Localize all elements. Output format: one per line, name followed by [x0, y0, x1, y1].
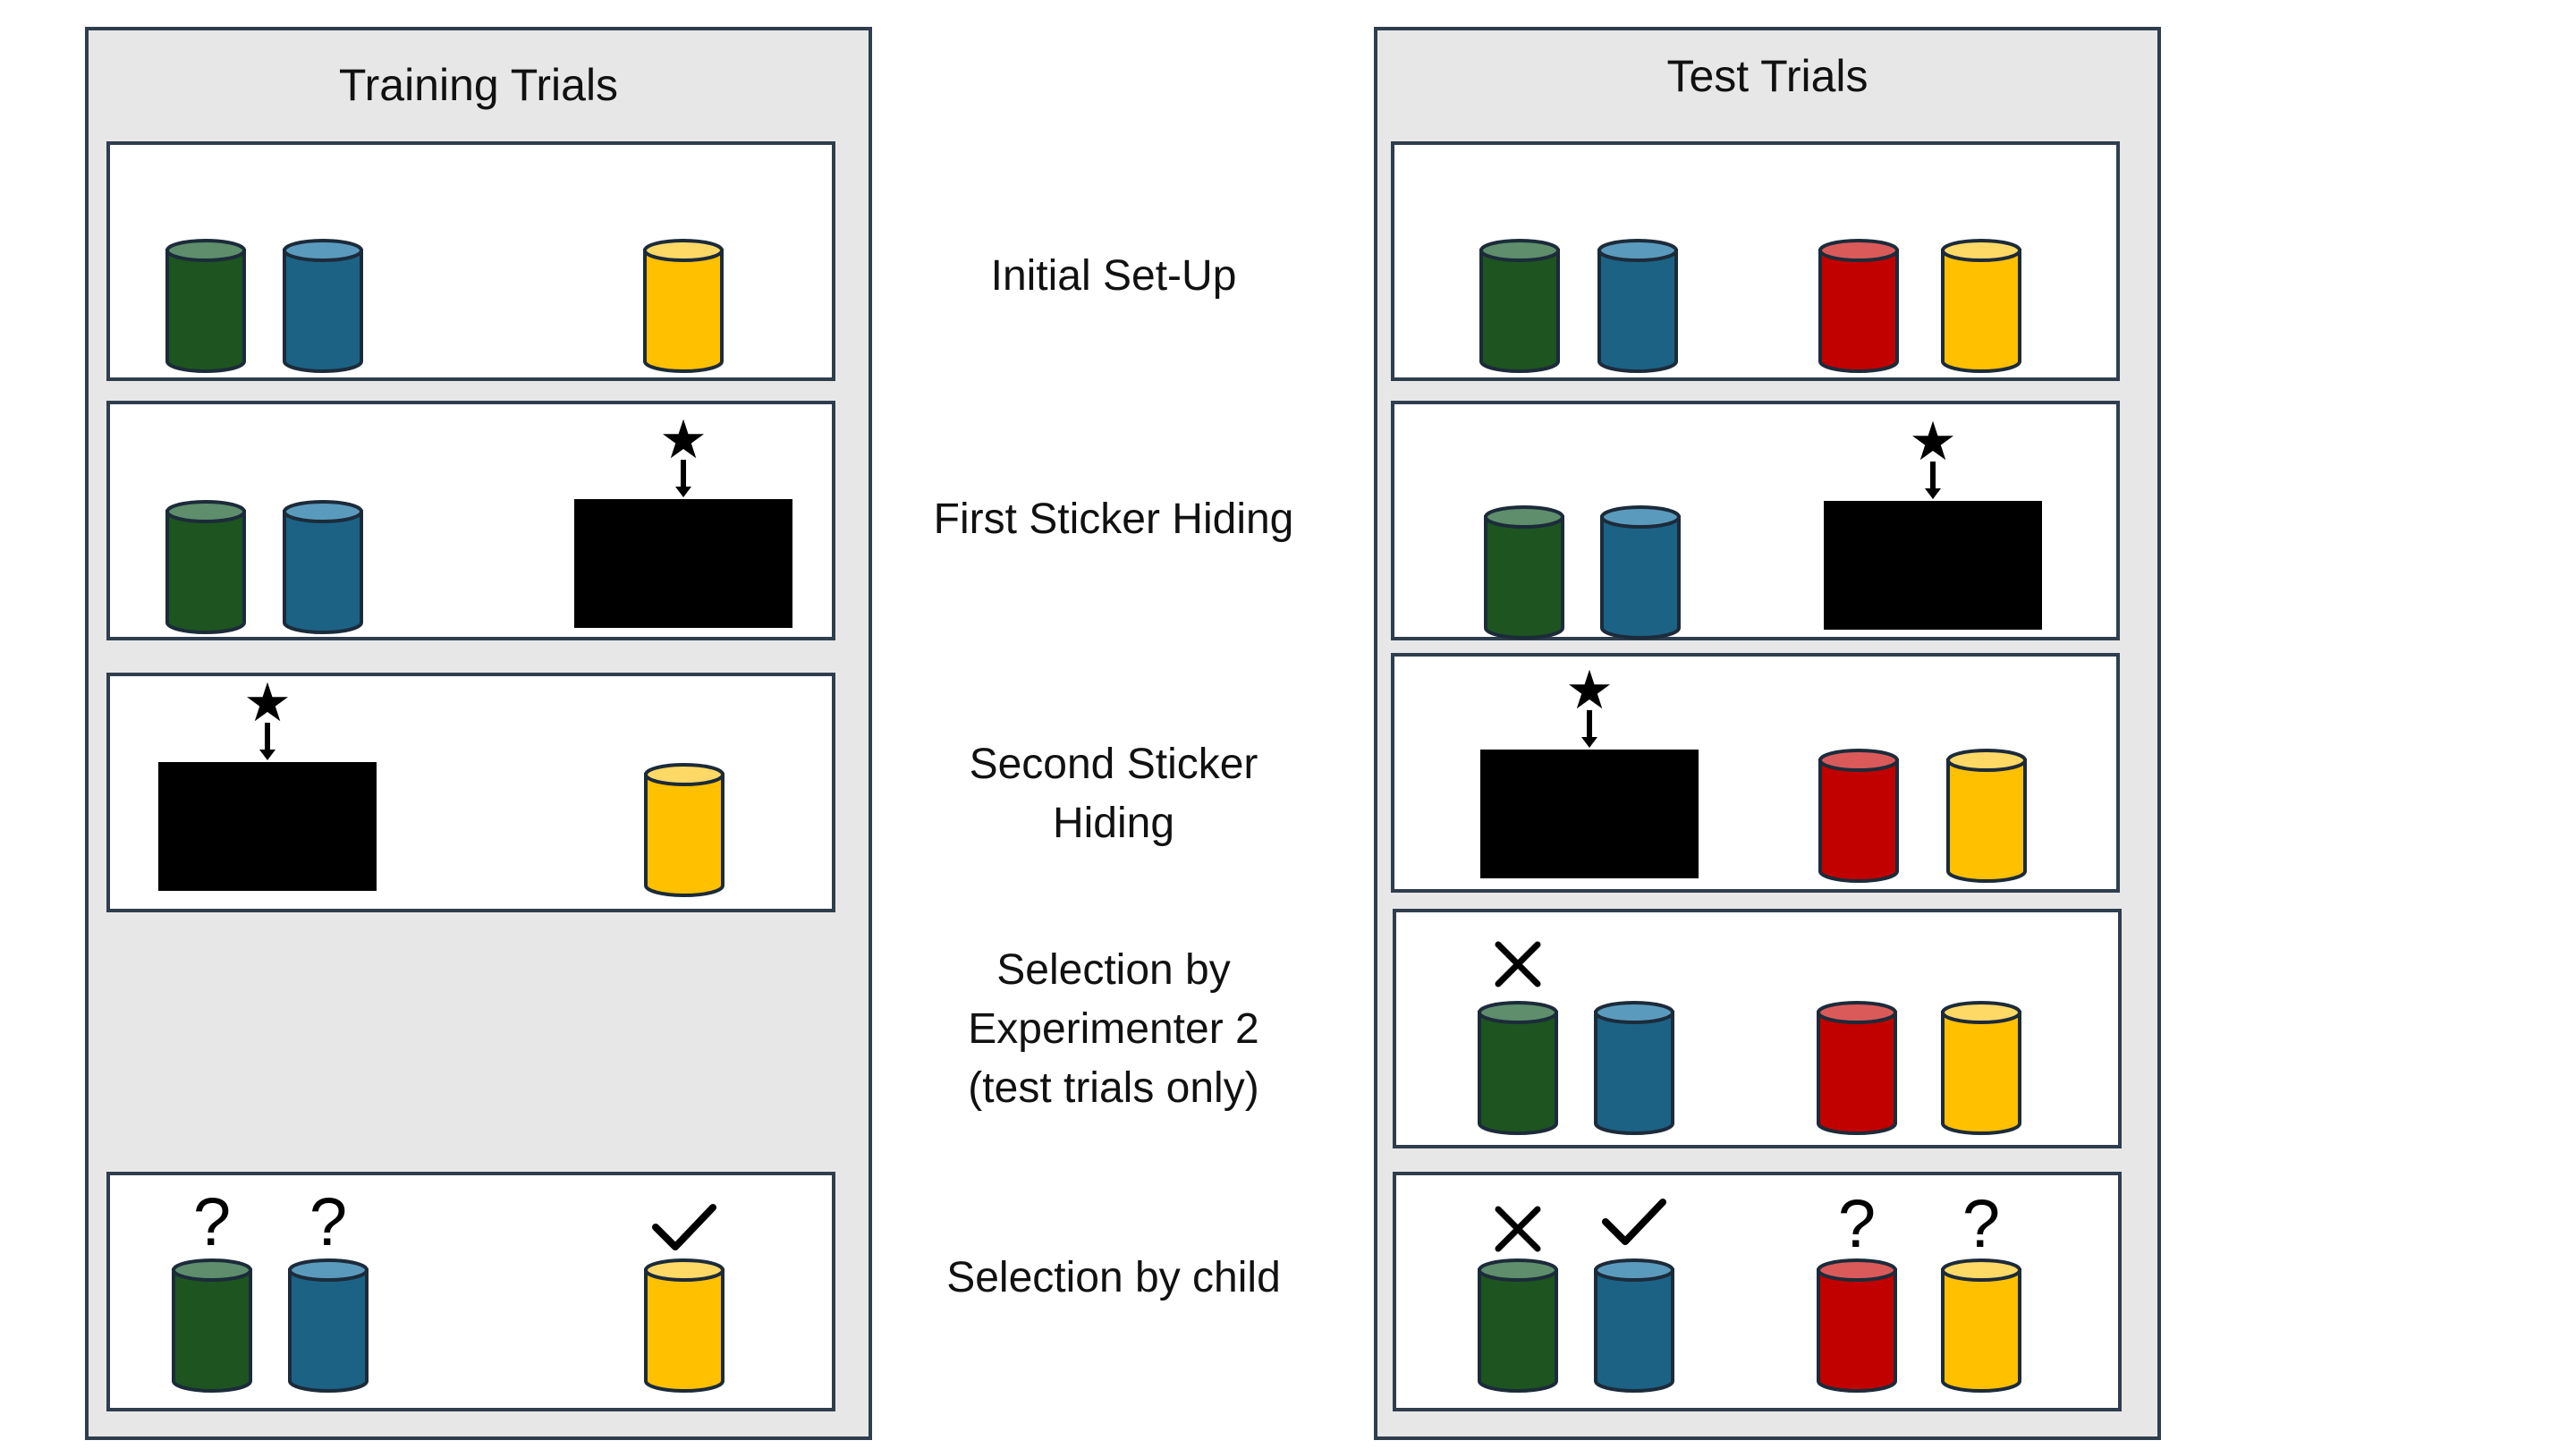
occluder-box [158, 762, 377, 891]
yellow-cup [1941, 1001, 2021, 1135]
question-mark-icon: ? [1838, 1186, 1876, 1262]
test-trials-panel: Test Trials ★ ★ ?? [1374, 27, 2161, 1440]
blue-cup [1600, 505, 1681, 640]
training-child-selection-scene: ?? [106, 1172, 835, 1411]
occluder-box [574, 499, 792, 628]
arrow-down-icon [259, 723, 275, 760]
yellow-cup [643, 239, 724, 373]
arrow-down-icon [1581, 710, 1597, 748]
blue-cup [1594, 1001, 1674, 1135]
cross-icon [1495, 941, 1541, 987]
occluder-box [1824, 501, 2042, 630]
training-trials-panel: Training Trials ★ ★ ?? [85, 27, 872, 1440]
red-cup [1818, 239, 1899, 373]
checkmark-icon [1602, 1199, 1666, 1245]
question-mark-icon: ? [193, 1184, 231, 1260]
stage-label-child-selection: Selection by child [946, 1254, 1281, 1301]
test-child-selection-scene: ?? [1393, 1172, 2122, 1411]
arrow-down-icon [1925, 462, 1941, 499]
checkmark-icon [652, 1204, 716, 1250]
blue-cup [283, 239, 363, 373]
green-cup [1478, 1258, 1558, 1393]
stage-label-initial-setup: Initial Set-Up [990, 252, 1237, 300]
training-first-hiding-scene: ★ [106, 401, 835, 640]
red-cup [1817, 1258, 1897, 1393]
test-trials-title: Test Trials [1666, 51, 1868, 101]
green-cup [1478, 1001, 1558, 1135]
stage-label-second-hiding: Second Sticker Hiding [969, 741, 1258, 847]
blue-cup [1594, 1258, 1674, 1393]
test-first-hiding-scene: ★ [1391, 401, 2120, 640]
stage-label-first-hiding: First Sticker Hiding [933, 496, 1294, 543]
green-cup [1484, 505, 1564, 640]
blue-cup [283, 500, 363, 634]
red-cup [1817, 1001, 1897, 1135]
green-cup [172, 1258, 252, 1393]
stage-label-experimenter-selection: Selection by Experimenter 2 (test trials… [968, 946, 1259, 1112]
training-trials-title: Training Trials [338, 60, 619, 110]
yellow-cup [644, 1258, 724, 1393]
yellow-cup [1946, 749, 2027, 883]
yellow-cup [1941, 1258, 2021, 1393]
blue-cup [1597, 239, 1678, 373]
test-experimenter-selection-scene [1393, 909, 2122, 1148]
training-initial-setup-scene [106, 141, 835, 381]
yellow-cup [1941, 239, 2021, 373]
red-cup [1818, 749, 1899, 883]
green-cup [165, 500, 246, 634]
arrow-down-icon [675, 460, 691, 497]
occluder-box [1480, 750, 1699, 878]
green-cup [165, 239, 246, 373]
blue-cup [288, 1258, 369, 1393]
cross-icon [1495, 1206, 1541, 1252]
training-second-hiding-scene: ★ [106, 672, 835, 912]
question-mark-icon: ? [1962, 1186, 2000, 1262]
yellow-cup [644, 763, 724, 897]
test-second-hiding-scene: ★ [1391, 653, 2120, 893]
test-initial-setup-scene [1391, 141, 2120, 381]
question-mark-icon: ? [309, 1184, 347, 1260]
green-cup [1479, 239, 1560, 373]
